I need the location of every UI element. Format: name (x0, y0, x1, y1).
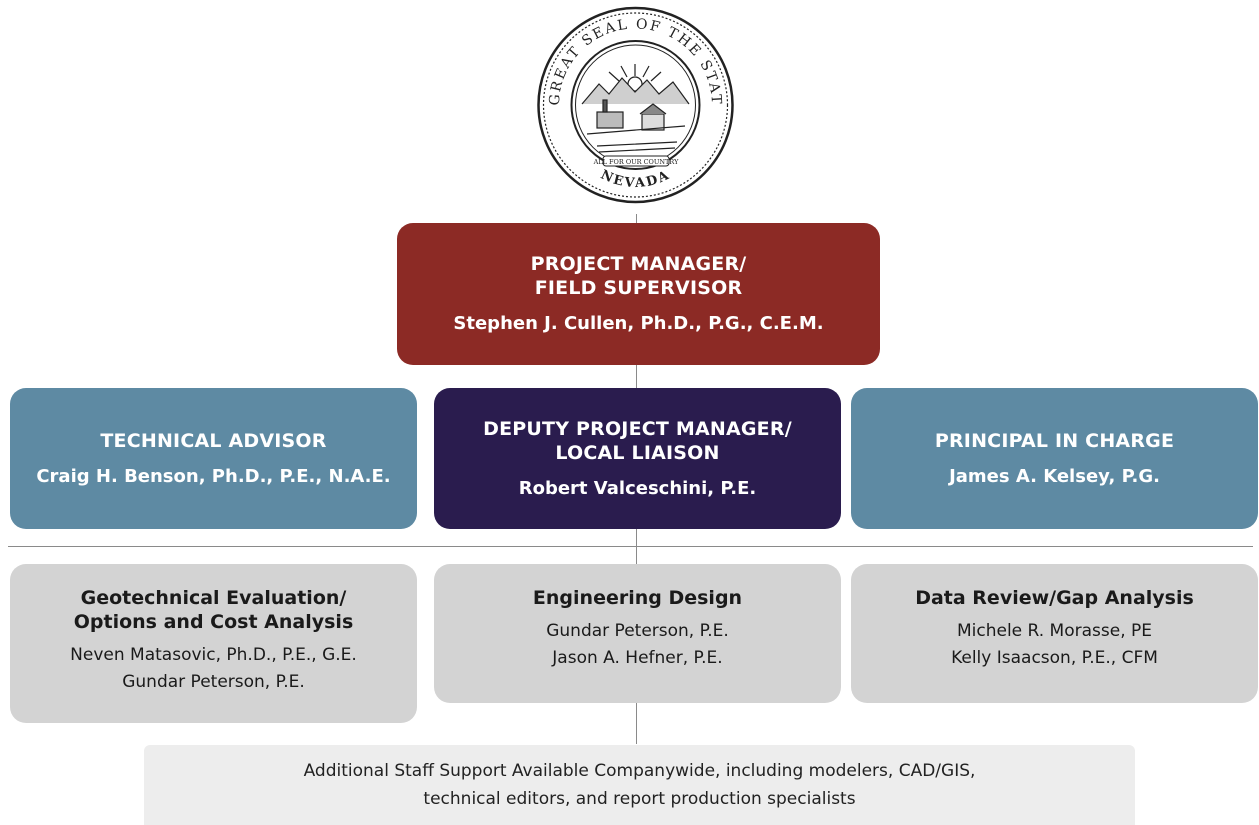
technical-advisor-box: TECHNICAL ADVISOR Craig H. Benson, Ph.D.… (10, 388, 417, 529)
technical-advisor-title: TECHNICAL ADVISOR (100, 429, 327, 452)
staff-support-line1: Additional Staff Support Available Compa… (303, 761, 976, 781)
group-title-line1: Data Review/Gap Analysis (915, 587, 1194, 609)
technical-advisor-name: Craig H. Benson, Ph.D., P.E., N.A.E. (36, 465, 391, 487)
group-member: Kelly Isaacson, P.E., CFM (951, 648, 1158, 668)
group-member: Gundar Peterson, P.E. (546, 621, 729, 641)
group-title-line1: Geotechnical Evaluation/ (80, 587, 347, 609)
geotechnical-group-box: Geotechnical Evaluation/ Options and Cos… (10, 564, 417, 723)
seal-bottom-text: NEVADA (598, 168, 671, 192)
svg-text:NEVADA: NEVADA (598, 168, 673, 192)
engineering-design-group-box: Engineering Design Gundar Peterson, P.E.… (434, 564, 841, 703)
group-member: Gundar Peterson, P.E. (122, 672, 305, 692)
project-manager-title-line2: FIELD SUPERVISOR (534, 277, 743, 299)
deputy-title-line1: DEPUTY PROJECT MANAGER/ (483, 417, 792, 440)
horizontal-divider-line (8, 546, 1253, 547)
deputy-name: Robert Valceschini, P.E. (518, 477, 757, 499)
deputy-project-manager-box: DEPUTY PROJECT MANAGER/ LOCAL LIAISON Ro… (434, 388, 841, 529)
staff-support-line2: technical editors, and report production… (423, 789, 856, 809)
deputy-title-line2: LOCAL LIAISON (555, 441, 720, 464)
project-manager-title-line1: PROJECT MANAGER/ (530, 253, 747, 275)
nevada-state-seal-icon: THE GREAT SEAL OF THE STATE OF NEVADA AL… (537, 4, 734, 204)
group-title-line2: Options and Cost Analysis (73, 611, 354, 633)
principal-name: James A. Kelsey, P.G. (949, 465, 1160, 487)
group-member: Jason A. Hefner, P.E. (552, 648, 723, 668)
project-manager-name: Stephen J. Cullen, Ph.D., P.G., C.E.M. (453, 313, 824, 334)
seal-motto: ALL FOR OUR COUNTRY (593, 158, 679, 166)
group-member: Michele R. Morasse, PE (956, 621, 1153, 641)
group-title-line1: Engineering Design (532, 587, 743, 609)
principal-in-charge-box: PRINCIPAL IN CHARGE James A. Kelsey, P.G… (851, 388, 1258, 529)
principal-title: PRINCIPAL IN CHARGE (934, 429, 1175, 452)
group-member: Neven Matasovic, Ph.D., P.E., G.E. (70, 645, 357, 665)
staff-support-box: Additional Staff Support Available Compa… (144, 745, 1135, 825)
data-review-group-box: Data Review/Gap Analysis Michele R. Mora… (851, 564, 1258, 703)
project-manager-box: PROJECT MANAGER/ FIELD SUPERVISOR Stephe… (397, 223, 880, 365)
